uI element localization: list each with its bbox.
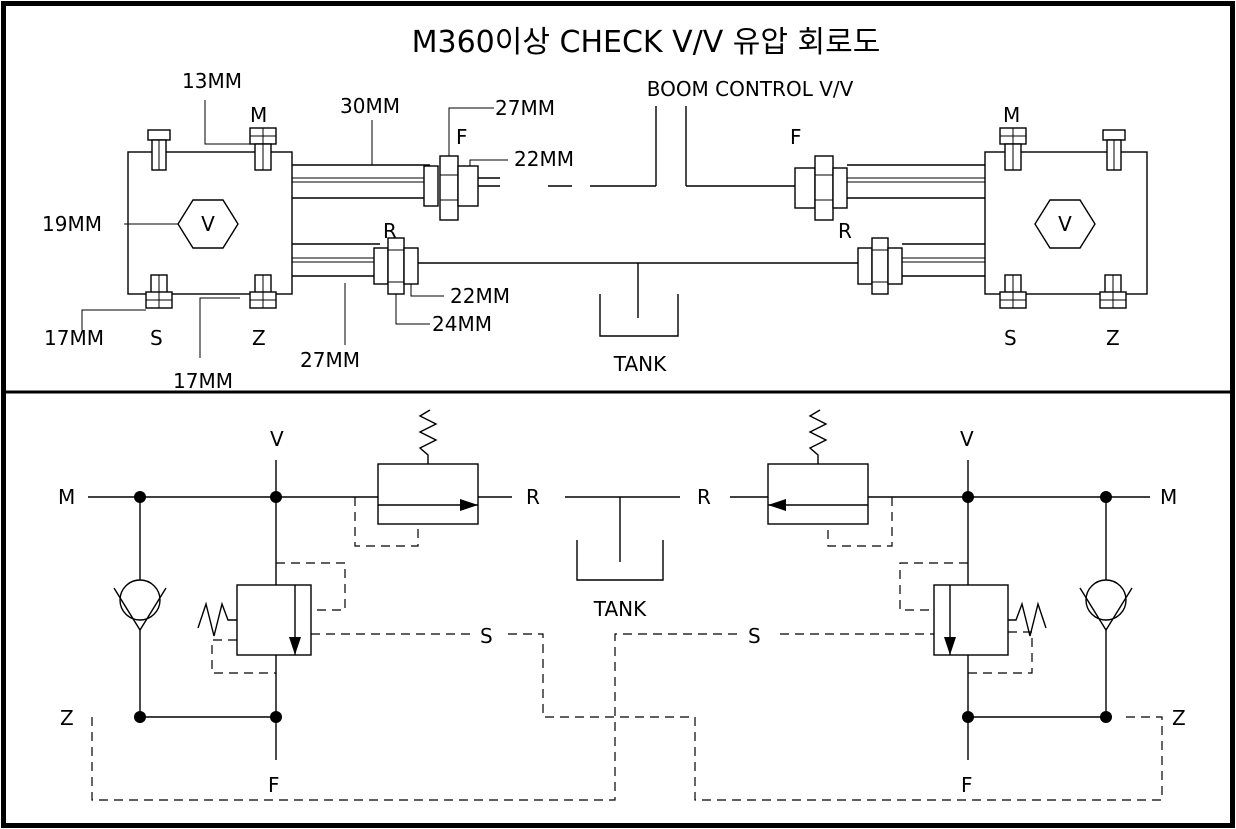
schematic-tank: TANK xyxy=(565,496,680,621)
sch-right-z-label: Z xyxy=(1172,706,1186,730)
right-m-label: M xyxy=(1003,103,1020,127)
diagram-title: M360이상 CHECK V/V 유압 회로도 xyxy=(412,25,881,60)
dim-22mm-bottom: 22MM xyxy=(450,284,510,308)
sch-left-r-label: R xyxy=(526,485,540,509)
right-lower-pipe xyxy=(857,237,985,295)
sch-right-r-label: R xyxy=(697,485,711,509)
left-z-label: Z xyxy=(252,326,266,350)
dim-24mm: 24MM xyxy=(432,312,492,336)
dim-19mm: 19MM xyxy=(42,212,102,236)
boom-control-label: BOOM CONTROL V/V xyxy=(647,77,854,101)
hydraulic-schematic: M V R xyxy=(58,409,1186,801)
left-v-label: V xyxy=(201,212,215,236)
right-s-label: S xyxy=(1004,326,1017,350)
dim-30mm: 30MM xyxy=(340,94,400,118)
dim-27mm-top: 27MM xyxy=(495,96,555,120)
right-r-label: R xyxy=(838,219,852,243)
sch-right-m-label: M xyxy=(1160,485,1177,509)
left-circuit: M V R xyxy=(58,409,1163,801)
sch-right-f-label: F xyxy=(961,773,973,797)
dim-13mm: 13MM xyxy=(182,69,242,93)
right-v-label: V xyxy=(1058,212,1072,236)
sch-right-v-label: V xyxy=(960,427,974,451)
left-top-bolt-1 xyxy=(147,129,171,171)
sch-left-v-label: V xyxy=(270,427,284,451)
sch-left-m-label: M xyxy=(58,485,75,509)
left-r-label: R xyxy=(383,219,397,243)
dim-27mm-bottom: 27MM xyxy=(300,348,360,372)
right-s-port-fitting xyxy=(999,274,1027,309)
left-s-label: S xyxy=(150,326,163,350)
top-tank-symbol: TANK xyxy=(599,263,679,376)
left-upper-pipe xyxy=(292,155,656,221)
right-z-label: Z xyxy=(1106,326,1120,350)
left-m-port-fitting xyxy=(249,127,277,171)
right-circuit: R M V S xyxy=(697,409,1186,797)
sch-left-s-label: S xyxy=(480,624,493,648)
sch-right-s-label: S xyxy=(748,624,761,648)
left-lower-pipe xyxy=(292,237,858,295)
top-tank-label: TANK xyxy=(613,352,667,376)
right-upper-pipe xyxy=(794,155,985,221)
left-z-port-fitting xyxy=(249,274,277,309)
right-valve-body: V xyxy=(984,127,1148,309)
sch-left-z-label: Z xyxy=(60,706,74,730)
sch-tank-label: TANK xyxy=(593,597,647,621)
sch-left-f-label: F xyxy=(268,773,280,797)
left-s-port-fitting xyxy=(145,274,173,309)
dim-17mm-bottom: 17MM xyxy=(173,369,233,393)
right-hex-v-port xyxy=(1034,199,1096,249)
dim-22mm-top: 22MM xyxy=(514,147,574,171)
right-z-port-fitting xyxy=(1099,274,1127,309)
right-f-label: F xyxy=(790,125,802,149)
left-f-label: F xyxy=(456,125,468,149)
left-m-label: M xyxy=(250,103,267,127)
right-top-bolt-2 xyxy=(1102,129,1126,171)
left-valve-body: V xyxy=(127,127,293,309)
right-m-port-fitting xyxy=(999,127,1027,171)
physical-layout: V xyxy=(42,69,1148,393)
dim-17mm-left: 17MM xyxy=(44,326,104,350)
